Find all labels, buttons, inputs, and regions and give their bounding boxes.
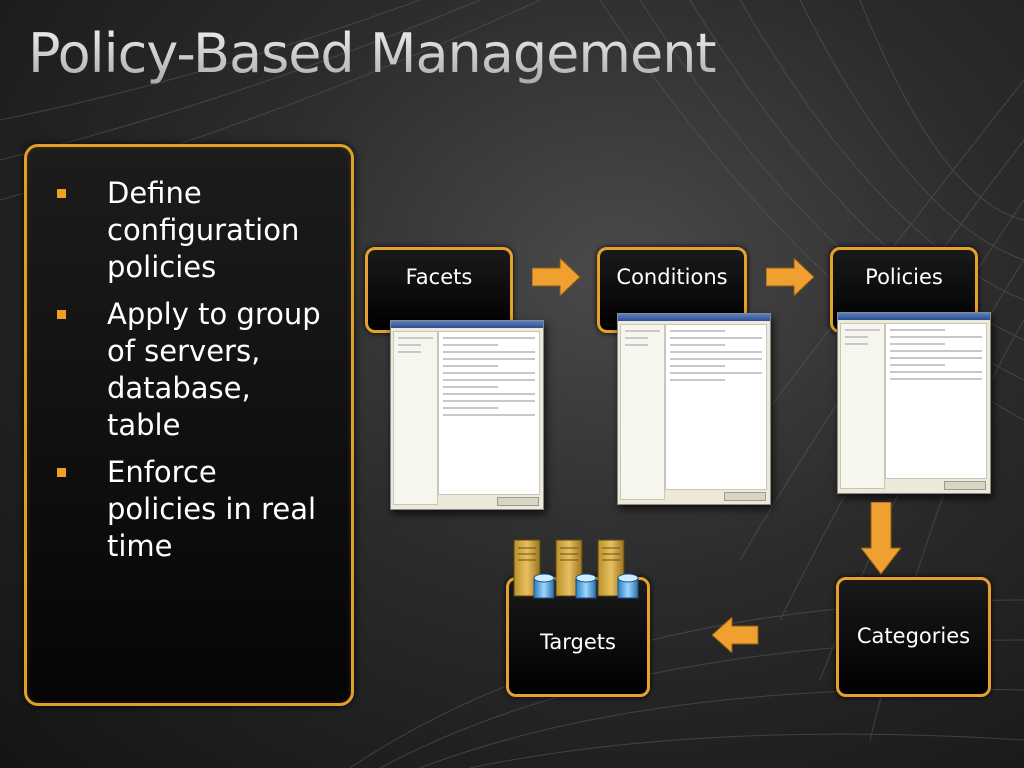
- bullet-text: Enforce policies in real time: [107, 455, 317, 563]
- bullet-item: Define configuration policies: [57, 175, 331, 286]
- arrow-down-icon: [861, 502, 901, 575]
- server-database-icon: [513, 539, 639, 599]
- conditions-label: Conditions: [616, 265, 728, 289]
- bullet-text: Apply to group of servers, database, tab…: [107, 297, 321, 442]
- categories-label: Categories: [856, 624, 971, 648]
- facets-label: Facets: [405, 265, 473, 289]
- conditions-screenshot-thumbnail: [617, 313, 771, 505]
- square-bullet-icon: [57, 310, 66, 319]
- bullet-item: Apply to group of servers, database, tab…: [57, 296, 331, 444]
- facets-screenshot-thumbnail: [390, 320, 544, 510]
- categories-node: Categories: [836, 577, 991, 697]
- square-bullet-icon: [57, 468, 66, 477]
- targets-label: Targets: [540, 630, 616, 654]
- square-bullet-icon: [57, 189, 66, 198]
- bullet-list: Define configuration policies Apply to g…: [27, 147, 351, 565]
- slide-title: Policy-Based Management: [28, 22, 717, 85]
- policies-screenshot-thumbnail: [837, 312, 991, 494]
- arrow-left-icon: [711, 617, 759, 653]
- arrow-right-icon: [532, 258, 581, 296]
- bullet-text: Define configuration policies: [107, 176, 300, 284]
- arrow-right-icon: [766, 258, 815, 296]
- bullet-item: Enforce policies in real time: [57, 454, 331, 565]
- bullet-panel: Define configuration policies Apply to g…: [24, 144, 354, 706]
- policies-label: Policies: [865, 265, 943, 289]
